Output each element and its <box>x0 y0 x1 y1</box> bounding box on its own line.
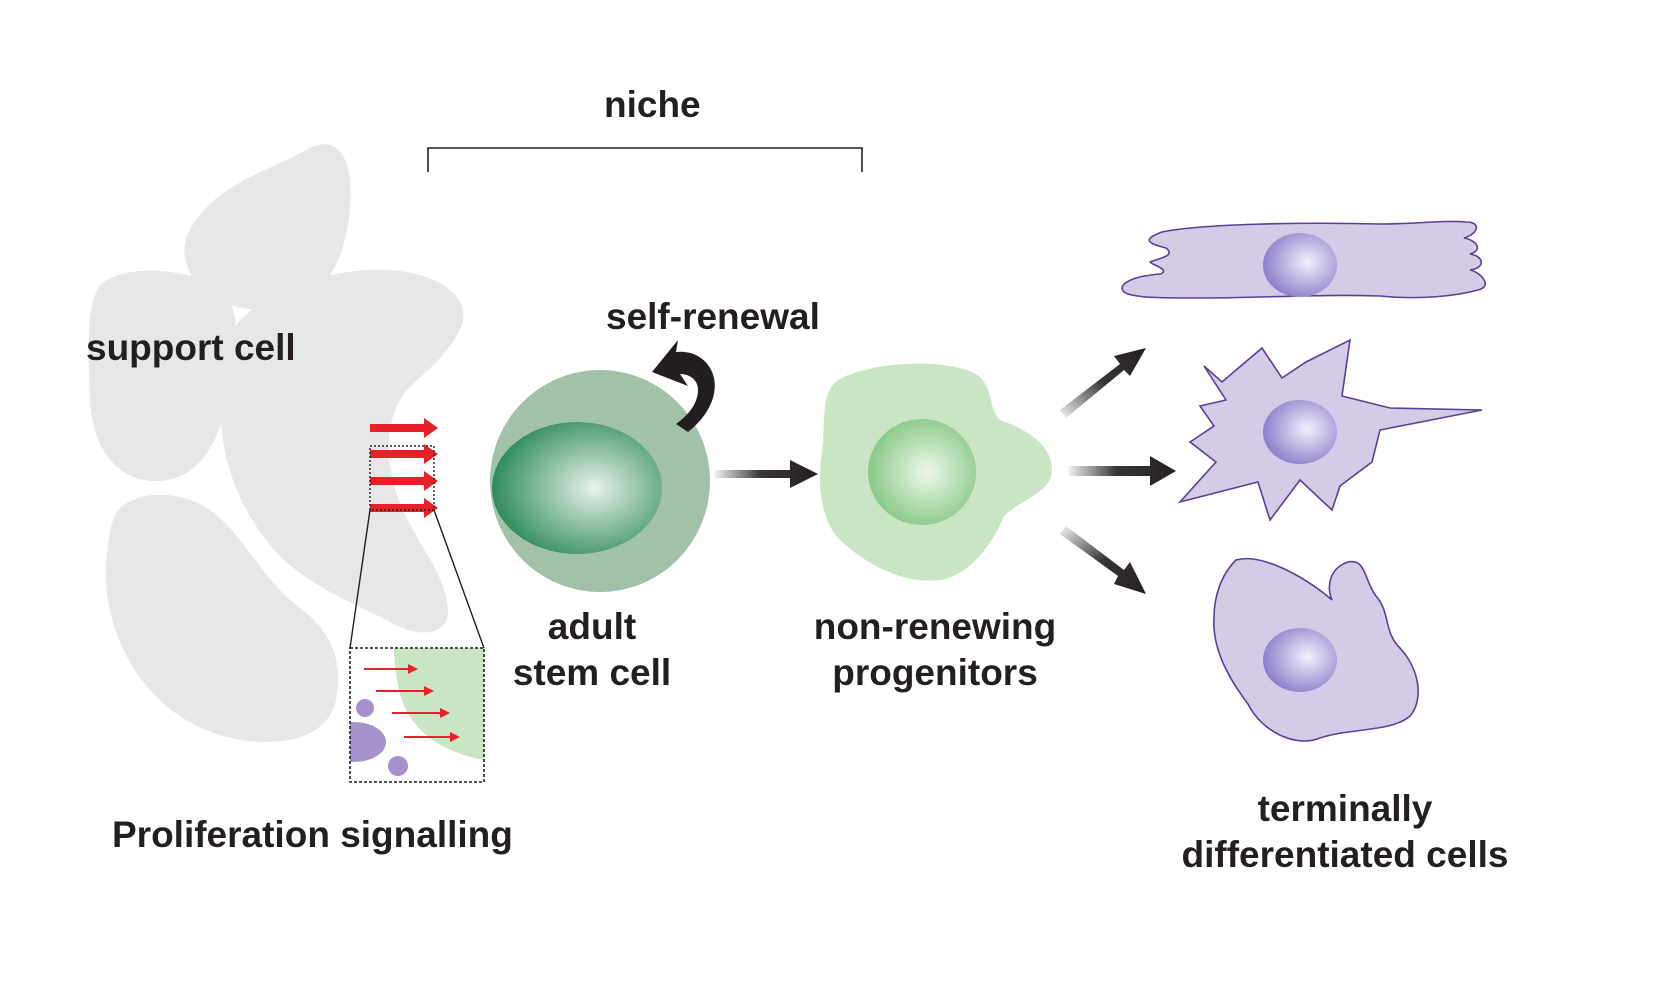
zoom-inset-frame <box>349 647 485 783</box>
differentiation-arrows <box>1060 348 1176 594</box>
support-cell-middle <box>220 269 464 633</box>
support-cell-label: support cell <box>86 327 296 368</box>
signal-arrow <box>370 444 438 464</box>
signalling-zoom-inset <box>349 445 485 783</box>
progenitors-label-line2: progenitors <box>832 652 1038 693</box>
support-cell-left <box>88 270 237 482</box>
zoom-source-box <box>369 445 435 511</box>
arrow-up <box>1060 348 1146 418</box>
support-cell-top <box>184 144 351 310</box>
differentiated-nuclei <box>1263 233 1337 692</box>
zoom-line-right <box>433 509 485 649</box>
proliferation-signalling-label: Proliferation signalling <box>112 814 513 855</box>
progenitors-label-line1: non-renewing <box>813 606 1057 647</box>
support-cell-cluster <box>88 144 464 742</box>
terminal-label-line2: differentiated cells <box>1181 834 1509 875</box>
support-cell-bottom <box>105 494 339 742</box>
signal-arrow <box>370 418 438 438</box>
self-renewal-label: self-renewal <box>606 296 820 337</box>
adult-stem-cell <box>490 370 710 592</box>
stem-cell-nucleus <box>492 422 662 554</box>
nucleus <box>1263 628 1337 692</box>
adult-stem-cell-label-line2: stem cell <box>512 652 672 693</box>
niche-label: niche <box>604 84 701 125</box>
signal-arrow <box>370 498 438 518</box>
arrow-straight <box>1068 456 1176 486</box>
terminal-label-line1: terminally <box>1257 788 1433 829</box>
zoom-line-left <box>349 509 371 649</box>
arrow-down <box>1060 526 1146 594</box>
progenitors-label: non-renewing progenitors <box>780 604 1090 696</box>
progenitor-nucleus <box>868 419 976 525</box>
self-renewal-arrow <box>652 340 715 432</box>
terminally-differentiated-label: terminally differentiated cells <box>1120 786 1570 878</box>
signal-arrow <box>370 471 438 491</box>
non-renewing-progenitor-cell <box>819 363 1052 581</box>
nucleus <box>1263 400 1337 464</box>
adult-stem-cell-label: adult stem cell <box>474 604 710 696</box>
arrow-to-progenitor <box>714 460 818 488</box>
adult-stem-cell-label-line1: adult <box>547 606 637 647</box>
proliferation-signal-arrows <box>370 418 438 518</box>
niche-bracket <box>427 147 863 172</box>
nucleus <box>1263 233 1337 297</box>
